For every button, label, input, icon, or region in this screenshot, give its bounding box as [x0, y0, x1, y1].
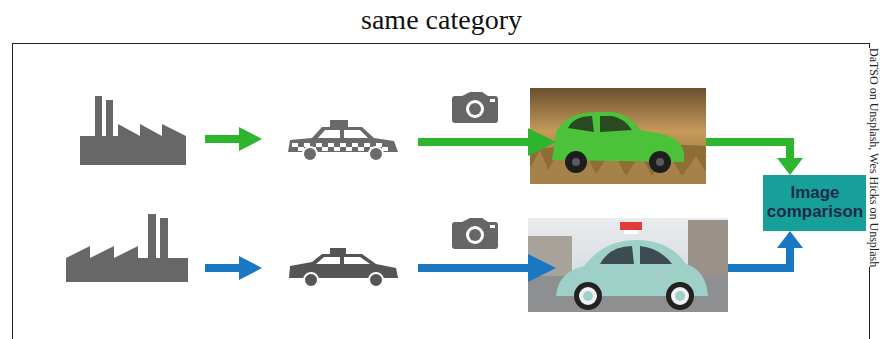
process-box: Image comparison: [763, 175, 868, 231]
factory-icon: [80, 96, 186, 165]
photo-credit: DaTSO on Unsplash, Wes Hicks on Unsplash: [866, 48, 881, 267]
flow-arrow: [205, 127, 262, 280]
box-label: Image comparison: [763, 184, 868, 221]
car-photo: [528, 218, 728, 312]
taxi-icon: [288, 120, 398, 161]
frame: [13, 44, 870, 339]
camera-icon: [452, 218, 498, 249]
diagram-title: same category: [0, 4, 883, 36]
flow-arrow: [418, 138, 530, 272]
flow-arrow: [528, 128, 556, 282]
taxi-icon: [289, 248, 398, 287]
car-photo: [530, 88, 706, 184]
factory-icon: [66, 214, 188, 282]
camera-icon: [452, 92, 498, 123]
